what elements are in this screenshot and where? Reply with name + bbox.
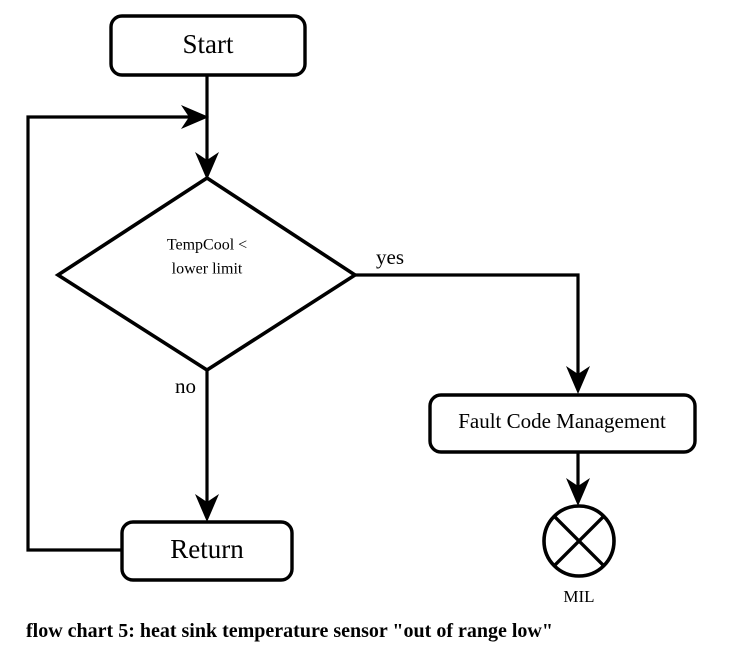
arrowhead-loop-join xyxy=(181,105,209,129)
node-start-label: Start xyxy=(183,29,234,59)
connector-return-loop xyxy=(26,115,190,552)
node-mil-label: MIL xyxy=(563,587,594,606)
node-return-label: Return xyxy=(170,534,244,564)
arrowhead-fault-top xyxy=(566,366,590,394)
node-decision-label-line2: lower limit xyxy=(172,261,243,278)
node-fault-code-management-label: Fault Code Management xyxy=(458,409,666,433)
arrowhead-decision-top xyxy=(195,152,219,180)
arrowhead-mil-top xyxy=(566,478,590,506)
mil-cross-stroke-2 xyxy=(553,515,605,567)
node-decision-label-line1: TempCool < xyxy=(167,237,247,254)
connector-decision-to-fault xyxy=(355,273,580,380)
figure-caption: flow chart 5: heat sink temperature sens… xyxy=(26,620,553,642)
node-return[interactable] xyxy=(120,520,294,582)
arrowhead-return-top xyxy=(195,494,219,522)
node-start[interactable] xyxy=(109,14,307,77)
node-decision[interactable] xyxy=(54,175,359,373)
edge-label-no: no xyxy=(175,374,196,398)
node-fault-code-management[interactable] xyxy=(428,393,697,454)
edge-label-yes: yes xyxy=(376,245,404,269)
